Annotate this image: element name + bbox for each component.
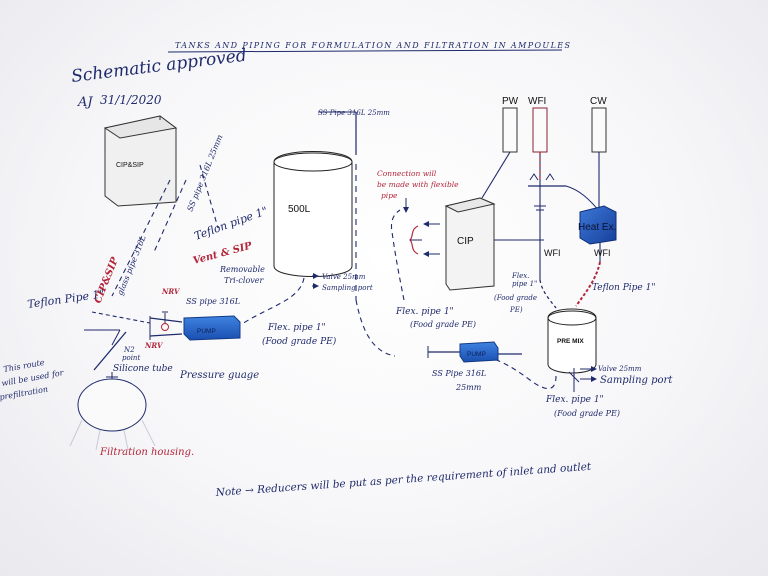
flex-pipe-2-line bbox=[390, 209, 405, 301]
teflon-pipe-left-label: Teflon Pipe 1" bbox=[27, 287, 106, 311]
bottom-pump-label: PUMP bbox=[467, 351, 486, 358]
approval-date: 31/1/2020 bbox=[100, 93, 162, 107]
left-pump: PUMP bbox=[183, 315, 241, 341]
diagram-title: TANKS AND PIPING FOR FORMULATION AND FIL… bbox=[175, 41, 571, 50]
wfi-label: WFI bbox=[528, 96, 546, 107]
n2-label: N2 bbox=[123, 346, 135, 354]
approval-text: Schematic approved bbox=[70, 46, 248, 87]
removable-label-2: Tri-clover bbox=[224, 276, 265, 285]
teflon-pipe-to-premix bbox=[575, 261, 601, 307]
flex-pipe-1-line2: (Food grade PE) bbox=[262, 336, 337, 347]
flex-pipe-4-line2: (Food grade PE) bbox=[554, 409, 620, 418]
removable-label-1: Removable bbox=[219, 265, 265, 274]
left-pump-label: PUMP bbox=[197, 328, 216, 335]
title-underline bbox=[167, 49, 563, 53]
reducer-note: Note → Reducers will be put as per the r… bbox=[214, 461, 592, 499]
tank-500l-label: 500L bbox=[288, 204, 311, 215]
premix-label: PRE MIX bbox=[557, 338, 584, 345]
teflon-pipe-right-label: Teflon Pipe 1" bbox=[592, 283, 655, 293]
ss-pipe-top-label: SS Pipe 316L 25mm bbox=[318, 109, 390, 117]
utility-pw: PW bbox=[502, 96, 519, 153]
flex-pipe-3-line1: Flex. bbox=[511, 272, 529, 280]
heat-exchanger-label: Heat Ex. bbox=[578, 222, 616, 233]
ss-pipe-bottom-line2: 25mm bbox=[455, 383, 482, 392]
filtration-housing bbox=[69, 372, 156, 451]
tank-500l: 500L bbox=[273, 151, 353, 277]
approval-signature: AJ bbox=[77, 95, 93, 110]
nrv-label-1: NRV bbox=[161, 287, 181, 296]
wfi-out-label-1: WFI bbox=[544, 248, 561, 258]
cip-connections bbox=[403, 151, 544, 257]
teflon-pipe-label-1: Teflon pipe 1" bbox=[193, 204, 270, 243]
tank-500l-piping bbox=[241, 111, 396, 357]
filtration-housing-label: Filtration housing. bbox=[99, 447, 194, 458]
sampling-premix-label: Sampling port bbox=[600, 375, 673, 386]
flex-pipe-2-line1: Flex. pipe 1" bbox=[395, 307, 454, 317]
cw-label: CW bbox=[590, 96, 607, 107]
bottom-pump: PUMP bbox=[427, 341, 522, 363]
ss-pipe-bottom-line1: SS Pipe 316L bbox=[432, 369, 486, 378]
utility-wfi: WFI bbox=[528, 96, 548, 153]
heat-exchanger: Heat Ex. bbox=[578, 205, 617, 245]
cip-sip-unit: CIP&SIP bbox=[103, 115, 178, 207]
utility-cw: CW bbox=[590, 96, 607, 153]
valve-500l-label: Valve 25mm bbox=[322, 273, 366, 281]
cip-label: CIP bbox=[457, 236, 474, 247]
flex-pipe-3-line4: PE) bbox=[509, 306, 523, 314]
glass-pipe-label: glass pipe 316L bbox=[116, 234, 148, 297]
connection-note-3: pipe bbox=[381, 191, 398, 200]
cip-sip-pipes bbox=[111, 164, 219, 297]
premix-tank: PRE MIX bbox=[547, 308, 597, 374]
ss-pipe-diag-label: SS pipe 316L 25mm bbox=[186, 133, 225, 213]
left-pump-piping bbox=[84, 311, 183, 371]
wfi-out-label-2: WFI bbox=[594, 248, 611, 258]
connection-note-2: be made with flexible bbox=[377, 180, 459, 189]
premix-piping bbox=[485, 355, 597, 392]
flex-pipe-1-line1: Flex. pipe 1" bbox=[267, 323, 326, 333]
valve-premix-label: Valve 25mm bbox=[598, 365, 642, 373]
flex-pipe-to-premix bbox=[539, 279, 557, 309]
utility-piping bbox=[528, 152, 601, 280]
cip-unit: CIP bbox=[444, 197, 496, 291]
ss-pipe-pump-label: SS pipe 316L bbox=[186, 297, 240, 306]
flex-pipe-2-line2: (Food grade PE) bbox=[410, 320, 476, 329]
this-route-label-3: prefiltration bbox=[0, 385, 49, 402]
pw-label: PW bbox=[502, 96, 519, 107]
pressure-gauge-label: Pressure guage bbox=[179, 370, 259, 381]
vent-sip-label: Vent & SIP bbox=[192, 240, 254, 266]
silicone-tube-label: Silicone tube bbox=[113, 364, 173, 374]
sampling-500l-label: Sampling port bbox=[322, 284, 373, 292]
flex-pipe-4-line1: Flex. pipe 1" bbox=[545, 395, 604, 405]
flex-pipe-3-line2: pipe 1" bbox=[512, 280, 537, 288]
nrv-label-2: NRV bbox=[144, 341, 164, 350]
flex-pipe-3-line3: (Food grade bbox=[494, 294, 537, 302]
n2-point-label: point bbox=[122, 354, 140, 362]
connection-note-1: Connection will bbox=[377, 169, 437, 178]
cip-sip-label: CIP&SIP bbox=[116, 162, 144, 169]
